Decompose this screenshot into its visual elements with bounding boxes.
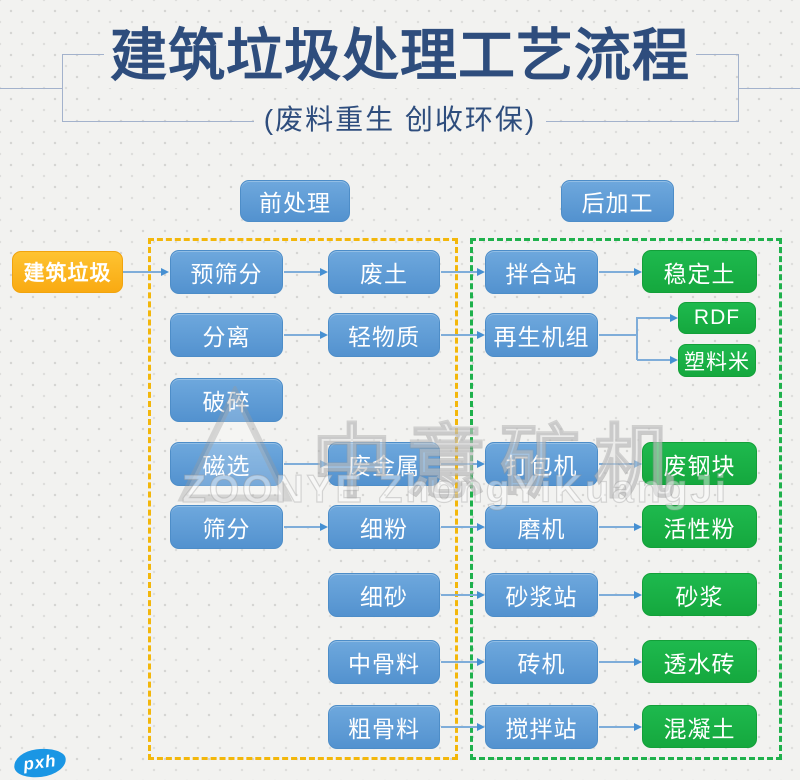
arrow-lightmaterial-to-regenerationunit bbox=[441, 331, 485, 339]
node-fine-powder: 细粉 bbox=[328, 505, 440, 549]
node-fine-sand: 细砂 bbox=[328, 573, 440, 617]
node-brick-machine: 砖机 bbox=[485, 640, 598, 684]
node-permeable-brick: 透水砖 bbox=[642, 640, 757, 683]
arrow-screening-to-finepowder bbox=[284, 523, 328, 531]
node-light-material: 轻物质 bbox=[328, 313, 440, 357]
line-branch-vertical bbox=[636, 317, 638, 360]
arrow-mortarstation-to-mortar bbox=[599, 591, 642, 599]
arrow-mill-to-activepowder bbox=[599, 523, 642, 531]
node-regeneration-unit: 再生机组 bbox=[485, 313, 598, 357]
section-header-post-processing: 后加工 bbox=[561, 180, 674, 222]
node-stirring-station: 搅拌站 bbox=[485, 705, 598, 749]
node-waste-soil: 废土 bbox=[328, 250, 440, 294]
node-rdf: RDF bbox=[678, 302, 756, 334]
arrow-finesand-to-mortarstation bbox=[441, 591, 485, 599]
arrow-baler-to-scrapsteel bbox=[599, 460, 642, 468]
node-scrap-steel-block: 废钢块 bbox=[642, 442, 757, 485]
node-magnetic-separation: 磁选 bbox=[170, 442, 283, 486]
arrow-magnetic-to-scrapmetal bbox=[284, 460, 328, 468]
arrow-finepowder-to-mill bbox=[441, 523, 485, 531]
page-subtitle: (废料重生 创收环保) bbox=[0, 100, 800, 140]
node-medium-aggregate: 中骨料 bbox=[328, 640, 440, 684]
node-mortar-station: 砂浆站 bbox=[485, 573, 598, 617]
node-coarse-aggregate: 粗骨料 bbox=[328, 705, 440, 749]
node-construction-waste: 建筑垃圾 bbox=[12, 251, 123, 293]
node-stabilized-soil: 稳定土 bbox=[642, 250, 757, 293]
arrow-coarseaggregate-to-stirringstation bbox=[441, 723, 485, 731]
arrow-wastesoil-to-mixingstation bbox=[441, 268, 485, 276]
node-baler: 打包机 bbox=[485, 442, 598, 486]
node-separation: 分离 bbox=[170, 313, 283, 357]
arrow-mixingstation-to-stabilizedsoil bbox=[599, 268, 642, 276]
pre-processing-region bbox=[148, 238, 458, 760]
title-frame-left-connector bbox=[0, 88, 62, 89]
arrow-separation-to-lightmaterial bbox=[284, 331, 328, 339]
pxh-corner-logo: pxh bbox=[12, 745, 68, 780]
arrow-prescreening-to-wastesoil bbox=[284, 268, 328, 276]
node-screening: 筛分 bbox=[170, 505, 283, 549]
arrow-scrapmetal-to-baler bbox=[441, 460, 485, 468]
node-mixing-station: 拌合站 bbox=[485, 250, 598, 294]
arrow-source-to-prescreening bbox=[123, 268, 169, 276]
arrow-brickmachine-to-permeablebrick bbox=[599, 658, 642, 666]
node-plastic-pellets: 塑料米 bbox=[678, 344, 756, 377]
arrow-mediumaggregate-to-brickmachine bbox=[441, 658, 485, 666]
node-crushing: 破碎 bbox=[170, 378, 283, 422]
node-pre-screening: 预筛分 bbox=[170, 250, 283, 294]
post-processing-region bbox=[470, 238, 782, 760]
page-title: 建筑垃圾处理工艺流程 bbox=[0, 16, 800, 96]
node-active-powder: 活性粉 bbox=[642, 505, 757, 548]
arrow-stirringstation-to-concrete bbox=[599, 723, 642, 731]
node-mill: 磨机 bbox=[485, 505, 598, 549]
arrow-branch-to-rdf bbox=[637, 314, 678, 322]
title-frame-right-connector bbox=[738, 88, 800, 89]
arrow-branch-to-plasticpellets bbox=[637, 356, 678, 364]
section-header-pre-processing: 前处理 bbox=[240, 180, 350, 222]
line-regenerationunit-branch bbox=[599, 334, 637, 336]
node-mortar: 砂浆 bbox=[642, 573, 757, 616]
node-scrap-metal: 废金属 bbox=[328, 442, 440, 486]
node-concrete: 混凝土 bbox=[642, 705, 757, 748]
